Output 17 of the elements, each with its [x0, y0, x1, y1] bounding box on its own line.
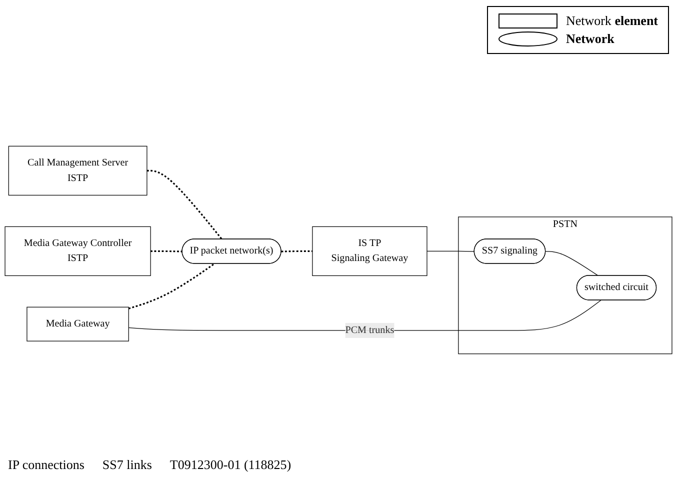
legend-text: Network: [566, 31, 614, 47]
connector: [128, 263, 215, 310]
note-text: IP connections: [8, 457, 84, 473]
connector: [150, 250, 182, 252]
connector: [426, 250, 475, 252]
node-box: Media Gateway: [26, 306, 129, 342]
note-text: T0912300-01 (118825): [170, 457, 292, 473]
legend-text: Network element: [566, 13, 658, 29]
note-text: SS7 links: [102, 457, 152, 473]
connector: [146, 170, 222, 240]
connector: [281, 250, 312, 252]
connector: [545, 251, 598, 276]
node-box: IS TP Signaling Gateway: [312, 226, 428, 276]
connector: [128, 300, 602, 331]
node-box: Media Gateway Controller ISTP: [4, 226, 151, 276]
edge-label: PCM trunks: [345, 324, 394, 336]
node-box: Call Management Server ISTP: [8, 146, 148, 196]
